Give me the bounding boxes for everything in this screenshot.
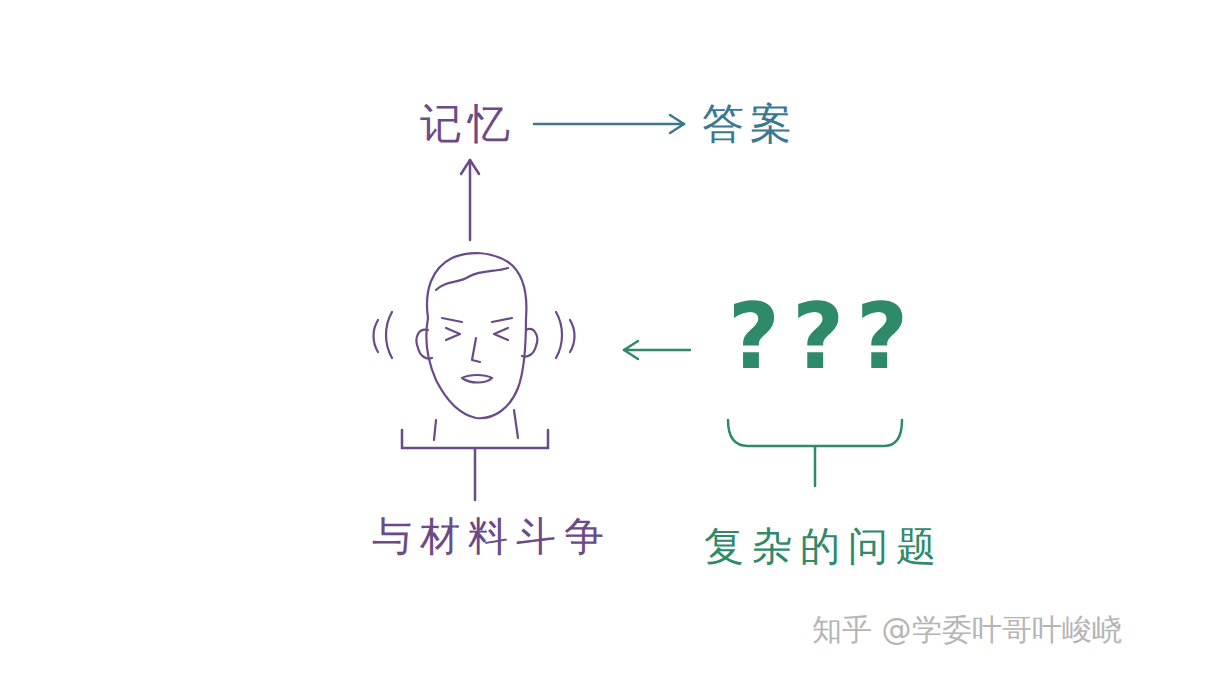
concept-node: 与材料斗争: [368, 248, 616, 562]
node-text: 记忆: [416, 98, 520, 150]
arrow-connector: [534, 115, 684, 133]
arrow-connector: [461, 160, 479, 240]
concept-node: 记忆: [416, 98, 520, 150]
watermark: 知乎 @学委叶哥叶峻峣: [812, 610, 1122, 651]
node-text: 复杂的问题: [700, 520, 948, 572]
arrow-connector: [624, 341, 690, 359]
node-text: ???: [700, 282, 948, 392]
concept-node: ??? 复杂的问题: [700, 282, 948, 572]
concept-node: 答案: [698, 98, 802, 150]
bracket: [402, 430, 548, 500]
node-text: 答案: [698, 98, 802, 150]
bracket: [728, 420, 902, 486]
head-drawing: [374, 253, 575, 440]
node-text: 与材料斗争: [368, 510, 616, 562]
